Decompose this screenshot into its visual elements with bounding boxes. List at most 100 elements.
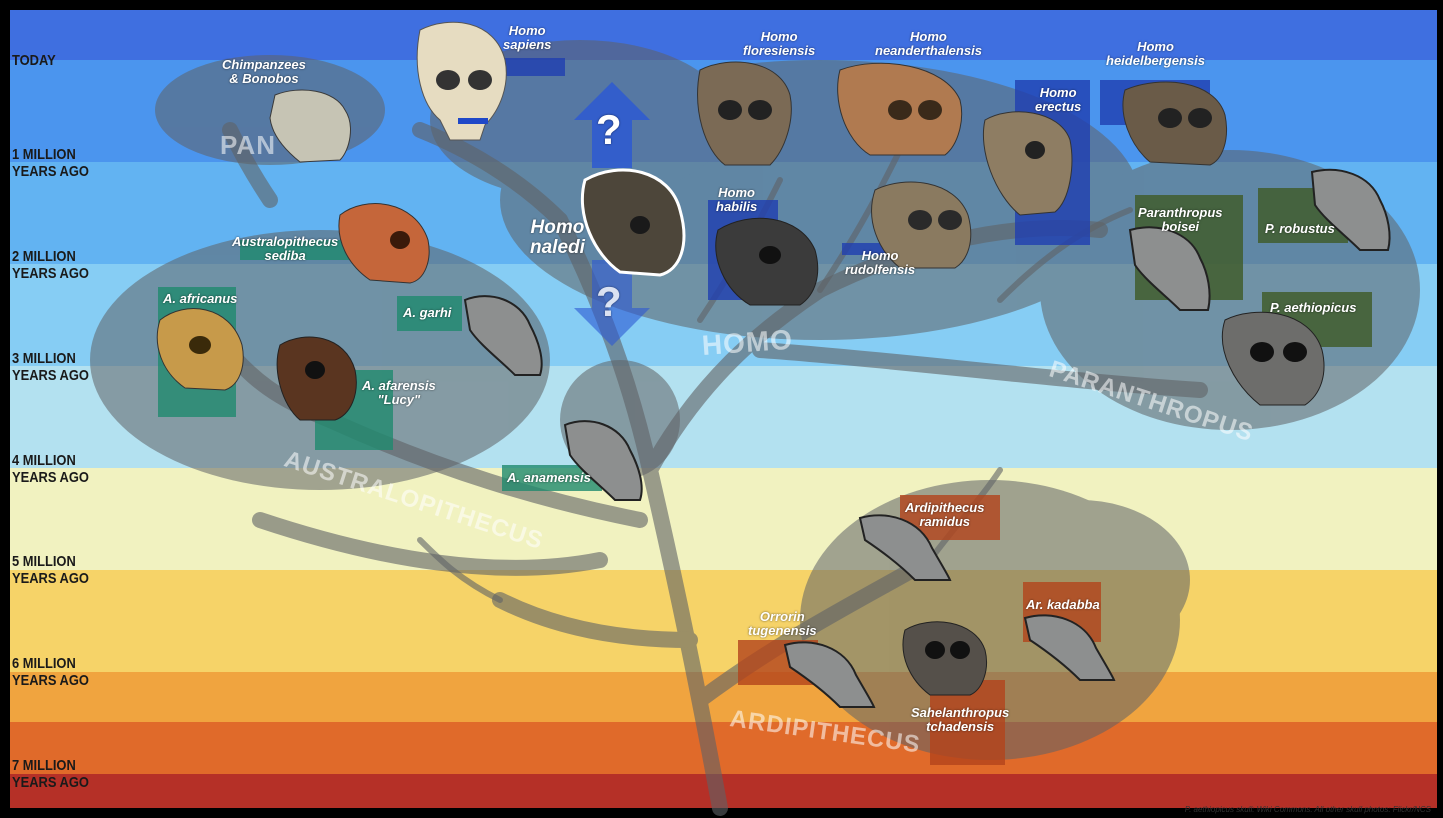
- time-label-line1: 3 MILLION: [12, 350, 76, 367]
- time-label-line1: 7 MILLION: [12, 757, 76, 774]
- time-label-line1: 2 MILLION: [12, 248, 76, 265]
- question-mark-down: ?: [596, 278, 622, 325]
- time-label-line2: YEARS AGO: [12, 469, 89, 486]
- skull-sahelanthropus: [902, 621, 987, 696]
- range-box-garhi: [397, 296, 462, 331]
- time-label-line2: YEARS AGO: [12, 163, 89, 180]
- time-label-line1: 1 MILLION: [12, 146, 76, 163]
- skull-outline-anamensis: [563, 420, 643, 501]
- time-label-text: TODAY: [12, 52, 56, 69]
- label-line: P. aethiopicus: [1270, 300, 1357, 315]
- label-line: "Lucy": [377, 392, 421, 407]
- label-line: rudolfensis: [845, 262, 916, 277]
- label-line: ramidus: [919, 514, 971, 529]
- band-6-7b: [10, 722, 1437, 774]
- label-line: & Bonobos: [229, 71, 299, 86]
- band-4-5: [10, 468, 1437, 570]
- label-robustus: P. robustus: [1265, 222, 1335, 236]
- skull-aethiopicus: [1221, 311, 1325, 406]
- time-label-line2: YEARS AGO: [12, 774, 89, 791]
- label-line: tugenensis: [748, 623, 817, 638]
- time-label-today: TODAY: [12, 52, 56, 69]
- label-garhi: A. garhi: [403, 306, 451, 320]
- label-afarensis: A. afarensis"Lucy": [362, 379, 436, 407]
- skull-sediba: [338, 203, 430, 284]
- label-line: sapiens: [503, 37, 552, 52]
- genus-label-homo: HOMO: [700, 323, 794, 361]
- skull-africanus: [156, 308, 244, 391]
- range-box-sapiens: [505, 58, 565, 76]
- label-line: P. robustus: [1265, 221, 1335, 236]
- skull-heidelbergensis: [1122, 81, 1227, 166]
- label-line: sediba: [264, 248, 306, 263]
- range-box-sediba: [240, 240, 370, 260]
- label-line: A. garhi: [403, 305, 452, 320]
- label-line: Ar. kadabba: [1026, 597, 1100, 612]
- label-line: Orrorin: [759, 609, 805, 624]
- time-label-line2: YEARS AGO: [12, 570, 89, 587]
- question-mark-up: ?: [596, 106, 622, 153]
- skull-outline-ramidus: [858, 514, 952, 581]
- time-label-line1: 4 MILLION: [12, 452, 76, 469]
- label-line: tchadensis: [926, 719, 995, 734]
- skull-chimp: [269, 89, 351, 163]
- label-line: Homo: [718, 185, 756, 200]
- photo-credit: P. aethiopicus skull: Wiki Commons. All …: [1184, 805, 1431, 814]
- time-label-line2: YEARS AGO: [12, 265, 89, 282]
- label-line: Homo: [1137, 39, 1174, 54]
- band-today: [10, 10, 1437, 60]
- label-africanus: A. africanus: [163, 292, 237, 306]
- skull-rudolfensis: [871, 181, 972, 269]
- label-line: A. anamensis: [507, 470, 591, 485]
- naledi-arrow-up: [574, 82, 650, 168]
- label-line: A. afarensis: [362, 378, 436, 393]
- skull-sapiens: [416, 21, 507, 141]
- label-line: Chimpanzees: [222, 57, 306, 72]
- label-line: Homo: [530, 217, 585, 238]
- label-line: habilis: [716, 199, 758, 214]
- skull-outline-kadabba: [1023, 614, 1116, 681]
- label-line: Paranthropus: [1138, 205, 1223, 220]
- genus-label-pan: PAN: [220, 130, 276, 160]
- label-kadabba: Ar. kadabba: [1026, 598, 1100, 612]
- time-label-line2: YEARS AGO: [12, 367, 89, 384]
- label-line: Australopithecus: [232, 234, 339, 249]
- skull-outline-orrorin: [783, 641, 876, 708]
- skull-erectus: [982, 111, 1073, 216]
- skull-outline-robustus: [1310, 168, 1391, 251]
- label-line: Homo: [760, 29, 798, 44]
- time-label-line1: 5 MILLION: [12, 553, 76, 570]
- label-line: naledi: [530, 237, 585, 258]
- label-line: Homo: [1039, 85, 1077, 100]
- band-5-6: [10, 570, 1437, 672]
- label-line: Homo: [508, 23, 546, 38]
- label-chimps: Chimpanzees& Bonobos: [222, 58, 306, 86]
- label-line: erectus: [1035, 99, 1082, 114]
- time-label-line2: YEARS AGO: [12, 672, 89, 689]
- skull-neanderthalensis: [837, 62, 963, 156]
- label-line: boisei: [1161, 219, 1200, 234]
- label-line: A. africanus: [163, 291, 238, 306]
- label-aethiopicus: P. aethiopicus: [1270, 301, 1356, 315]
- label-line: Homo: [910, 29, 947, 44]
- label-anamensis: A. anamensis: [507, 471, 591, 485]
